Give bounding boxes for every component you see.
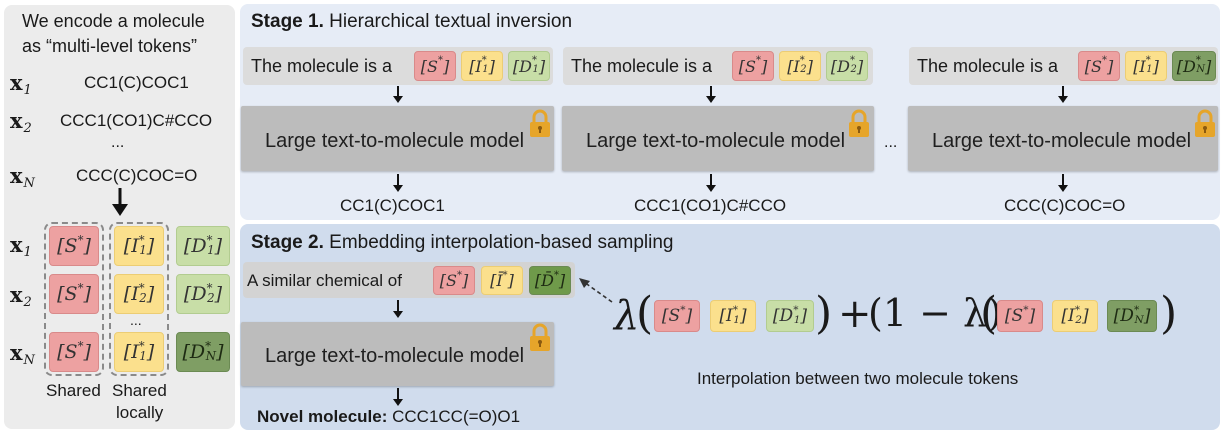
- stage1-arrow-2b: [706, 174, 716, 192]
- mol-var-n: xN: [10, 163, 35, 191]
- token-I2: [I*2]: [114, 274, 164, 314]
- token-I1: [I*1]: [461, 51, 503, 81]
- token-S: [S*]: [732, 51, 774, 81]
- stage2-model: [241, 322, 554, 386]
- stage2-arrow-a: [393, 300, 403, 318]
- formula-paren-open-2: (: [980, 288, 998, 339]
- token-I2: [I*2]: [1052, 300, 1098, 332]
- stage1-ellipsis: ...: [884, 134, 898, 151]
- stage1-output-1: CC1(C)COC1: [340, 196, 445, 215]
- stage1-model-1: [241, 106, 554, 171]
- stage1-model-3: [908, 106, 1218, 171]
- token-S: [S*]: [49, 274, 99, 314]
- stage1-arrow-3b: [1058, 174, 1068, 192]
- stage1-arrow-3a: [1058, 86, 1068, 103]
- token-D1: [D*1]: [766, 300, 814, 332]
- token-row-var-1: x1: [10, 232, 32, 260]
- token-D2: [D*2]: [176, 274, 230, 314]
- stage1-output-3: CCC(C)COC=O: [1004, 196, 1126, 215]
- stage1-output-2: CCC1(CO1)C#CCO: [634, 196, 787, 215]
- lock-icon: [530, 323, 550, 351]
- stage1-prompt-text-3: The molecule is a: [917, 56, 1059, 76]
- token-S: [S*]: [49, 226, 99, 266]
- token-row-var-2: x2: [10, 282, 32, 310]
- stage1-title: Stage 1. Hierarchical textual inversion: [251, 11, 573, 32]
- stage1-arrow-2a: [706, 86, 716, 103]
- interp-dashed-arrow: [579, 278, 613, 303]
- token-Ibar: [Ī*]: [481, 266, 523, 295]
- shared-locally-group-outline: [109, 222, 169, 376]
- token-S: [S*]: [49, 332, 99, 372]
- mol-smiles-n: CCC(C)COC=O: [76, 166, 198, 185]
- interp-caption: Interpolation between two molecule token…: [697, 369, 1019, 388]
- token-Dbar: [D̄*]: [529, 266, 571, 295]
- token-S: [S*]: [414, 51, 456, 81]
- stage1-prompt-text-1: The molecule is a: [251, 56, 393, 76]
- shared-locally-label-1: Shared: [112, 381, 167, 400]
- left-header-line2: as “multi-level tokens”: [22, 36, 198, 56]
- token-DN: [D*N]: [1107, 300, 1157, 332]
- lock-icon: [530, 109, 550, 137]
- mol-dots: ...: [111, 134, 125, 151]
- formula-paren-close-2: ): [1160, 288, 1178, 339]
- stage1-model-2: [562, 106, 874, 171]
- lock-icon: [1195, 109, 1215, 137]
- formula-one-minus-lambda: (1 − λ): [868, 291, 1002, 335]
- stage1-model-label-2: Large text-to-molecule model: [586, 130, 846, 152]
- formula-plus: +: [838, 291, 872, 337]
- stage1-model-label-3: Large text-to-molecule model: [932, 130, 1192, 152]
- token-I1: [I*1]: [114, 226, 164, 266]
- stage1-arrow-1b: [393, 174, 403, 192]
- token-S: [S*]: [1078, 51, 1120, 81]
- stage1-prompt-text-2: The molecule is a: [571, 56, 713, 76]
- stage2-model-label: Large text-to-molecule model: [265, 345, 525, 367]
- formula-paren-close-1: ): [815, 288, 833, 339]
- mol-smiles-1: CC1(C)COC1: [84, 73, 189, 92]
- shared-group-outline: [44, 222, 104, 376]
- token-D1: [D*1]: [508, 51, 550, 81]
- token-D1: [D*1]: [176, 226, 230, 266]
- token-S: [S*]: [433, 266, 475, 295]
- stage1-prompt-2: [563, 47, 873, 85]
- stage1-arrow-1a: [393, 86, 403, 103]
- formula-paren-open-1: (: [636, 288, 654, 339]
- stage1-model-label-1: Large text-to-molecule model: [265, 130, 525, 152]
- mol-var-2: x2: [10, 108, 32, 136]
- stage2-prompt-text: A similar chemical of: [247, 271, 402, 290]
- token-S: [S*]: [997, 300, 1043, 332]
- token-I1: [I*1]: [114, 332, 164, 372]
- stage2-title: Stage 2. Embedding interpolation-based s…: [251, 232, 674, 253]
- token-row-var-n: xN: [10, 340, 35, 368]
- left-header-line1: We encode a molecule: [22, 11, 205, 31]
- formula-lambda: λ: [614, 293, 640, 339]
- token-DN: [D*N]: [1172, 51, 1216, 81]
- mol-var-1: x1: [10, 70, 32, 98]
- stage2-arrow-b: [393, 388, 403, 406]
- left-down-arrow: [112, 188, 128, 216]
- token-D2: [D*2]: [826, 51, 868, 81]
- shared-locally-label-2: locally: [116, 403, 164, 422]
- mol-smiles-2: CCC1(CO1)C#CCO: [60, 111, 213, 130]
- token-S: [S*]: [654, 300, 700, 332]
- token-I2: [I*2]: [779, 51, 821, 81]
- novel-molecule: Novel molecule: CCC1CC(=O)O1: [257, 407, 521, 426]
- token-DN: [D*N]: [176, 332, 230, 372]
- token-dots: ...: [130, 312, 142, 328]
- shared-label: Shared: [46, 381, 101, 400]
- token-I1: [I*1]: [710, 300, 756, 332]
- token-I1: [I*1]: [1125, 51, 1167, 81]
- lock-icon: [849, 109, 869, 137]
